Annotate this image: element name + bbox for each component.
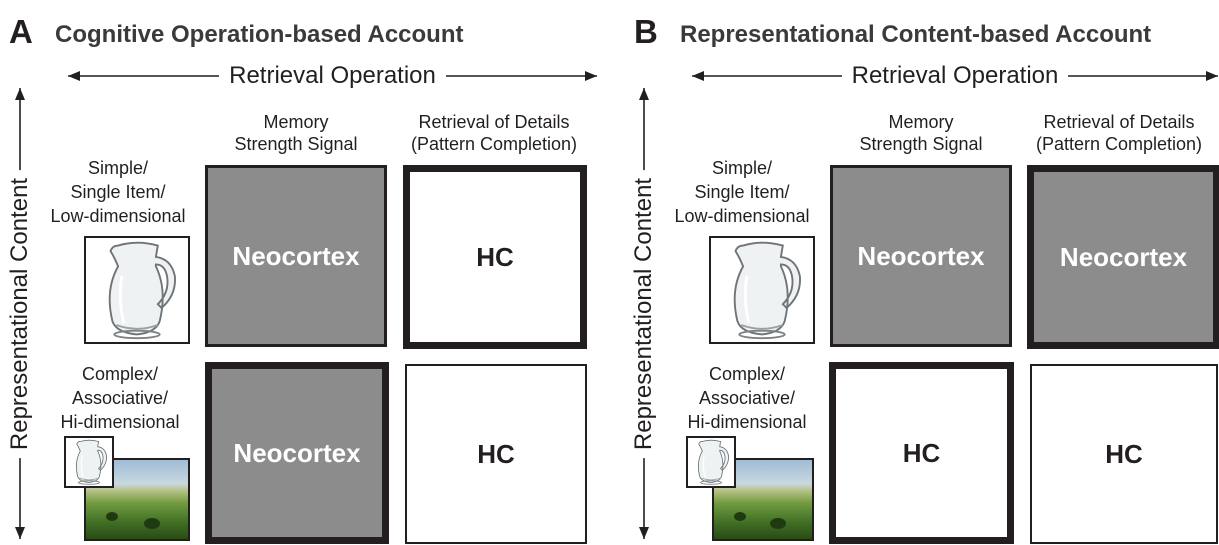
tree-shape [734, 512, 746, 521]
landscape-image-b [712, 458, 814, 541]
panel-title-a: Cognitive Operation-based Account [55, 21, 464, 48]
cell-label: HC [477, 438, 515, 469]
horizontal-axis-label-a: Retrieval Operation [219, 62, 446, 89]
horizontal-axis-a: Retrieval Operation [66, 60, 599, 92]
cell-hc-details-complex-a: HC [405, 364, 587, 544]
cell-neocortex-memory-complex-a: Neocortex [205, 362, 389, 544]
row-label-line: Associative/ [698, 388, 796, 408]
cell-neocortex-memory-simple-a: Neocortex [205, 165, 387, 347]
row-label-simple-a: Simple/ Single Item/ Low-dimensional [32, 156, 204, 228]
cell-neocortex-memory-simple-b: Neocortex [830, 165, 1012, 347]
column-header-line: (Pattern Completion) [410, 134, 578, 154]
cell-neocortex-details-simple-b: Neocortex [1027, 165, 1219, 349]
pitcher-image-a [84, 236, 190, 344]
column-header-line: Memory [888, 112, 954, 132]
column-header-line: Strength Signal [859, 134, 983, 154]
pitcher-icon [688, 438, 734, 486]
vertical-axis-label-b: Representational Content [630, 169, 658, 458]
pitcher-icon [86, 238, 188, 342]
row-label-line: Simple/ [711, 158, 773, 178]
cell-hc-details-complex-b: HC [1030, 364, 1218, 544]
tree-shape [106, 512, 118, 521]
panel-b: B Representational Content-based Account… [624, 0, 1219, 545]
column-header-line: Strength Signal [234, 134, 358, 154]
column-header-line: Memory [263, 112, 329, 132]
row-label-line: Low-dimensional [50, 206, 186, 226]
column-header-line: Retrieval of Details [1043, 112, 1195, 132]
cell-label: HC [1105, 438, 1143, 469]
cell-label: Neocortex [1059, 241, 1188, 272]
pitcher-icon [66, 438, 112, 486]
panel-letter-a: A [9, 13, 33, 50]
cell-label: HC [476, 241, 514, 272]
column-header-retrieval-details-a: Retrieval of Details (Pattern Completion… [393, 111, 595, 155]
pitcher-icon [711, 238, 813, 342]
row-label-line: Hi-dimensional [60, 412, 180, 432]
vertical-axis-b: Representational Content [628, 86, 660, 541]
column-header-memory-strength-a: Memory Strength Signal [205, 111, 387, 155]
column-header-line: (Pattern Completion) [1035, 134, 1203, 154]
cell-label: Neocortex [232, 240, 360, 271]
tree-shape [144, 518, 160, 529]
row-label-line: Low-dimensional [674, 206, 810, 226]
row-label-line: Single Item/ [70, 182, 166, 202]
pitcher-image-b [709, 236, 815, 344]
row-label-complex-a: Complex/ Associative/ Hi-dimensional [40, 362, 200, 434]
column-header-line: Retrieval of Details [418, 112, 570, 132]
row-label-line: Associative/ [71, 388, 169, 408]
horizontal-axis-label-b: Retrieval Operation [841, 62, 1069, 89]
vertical-axis-a: Representational Content [4, 86, 36, 541]
row-label-line: Hi-dimensional [687, 412, 807, 432]
column-header-retrieval-details-b: Retrieval of Details (Pattern Completion… [1017, 111, 1219, 155]
row-label-simple-b: Simple/ Single Item/ Low-dimensional [656, 156, 828, 228]
cell-label: HC [902, 437, 941, 468]
cell-label: Neocortex [233, 437, 361, 468]
pitcher-image-small-b [686, 436, 736, 488]
row-label-complex-b: Complex/ Associative/ Hi-dimensional [672, 362, 822, 434]
horizontal-axis-b: Retrieval Operation [690, 60, 1219, 92]
cell-hc-memory-complex-b: HC [829, 362, 1014, 544]
tree-shape [770, 518, 786, 529]
cell-label: Neocortex [857, 240, 985, 271]
row-label-line: Simple/ [87, 158, 149, 178]
column-header-memory-strength-b: Memory Strength Signal [830, 111, 1012, 155]
row-label-line: Complex/ [708, 364, 786, 384]
panel-letter-b: B [634, 13, 658, 50]
row-label-line: Single Item/ [694, 182, 790, 202]
row-label-line: Complex/ [81, 364, 159, 384]
pitcher-image-small-a [64, 436, 114, 488]
panel-title-b: Representational Content-based Account [680, 21, 1152, 48]
cell-hc-details-simple-a: HC [403, 165, 587, 349]
vertical-axis-label-a: Representational Content [6, 169, 34, 458]
panel-a: A Cognitive Operation-based Account Retr… [0, 0, 609, 545]
